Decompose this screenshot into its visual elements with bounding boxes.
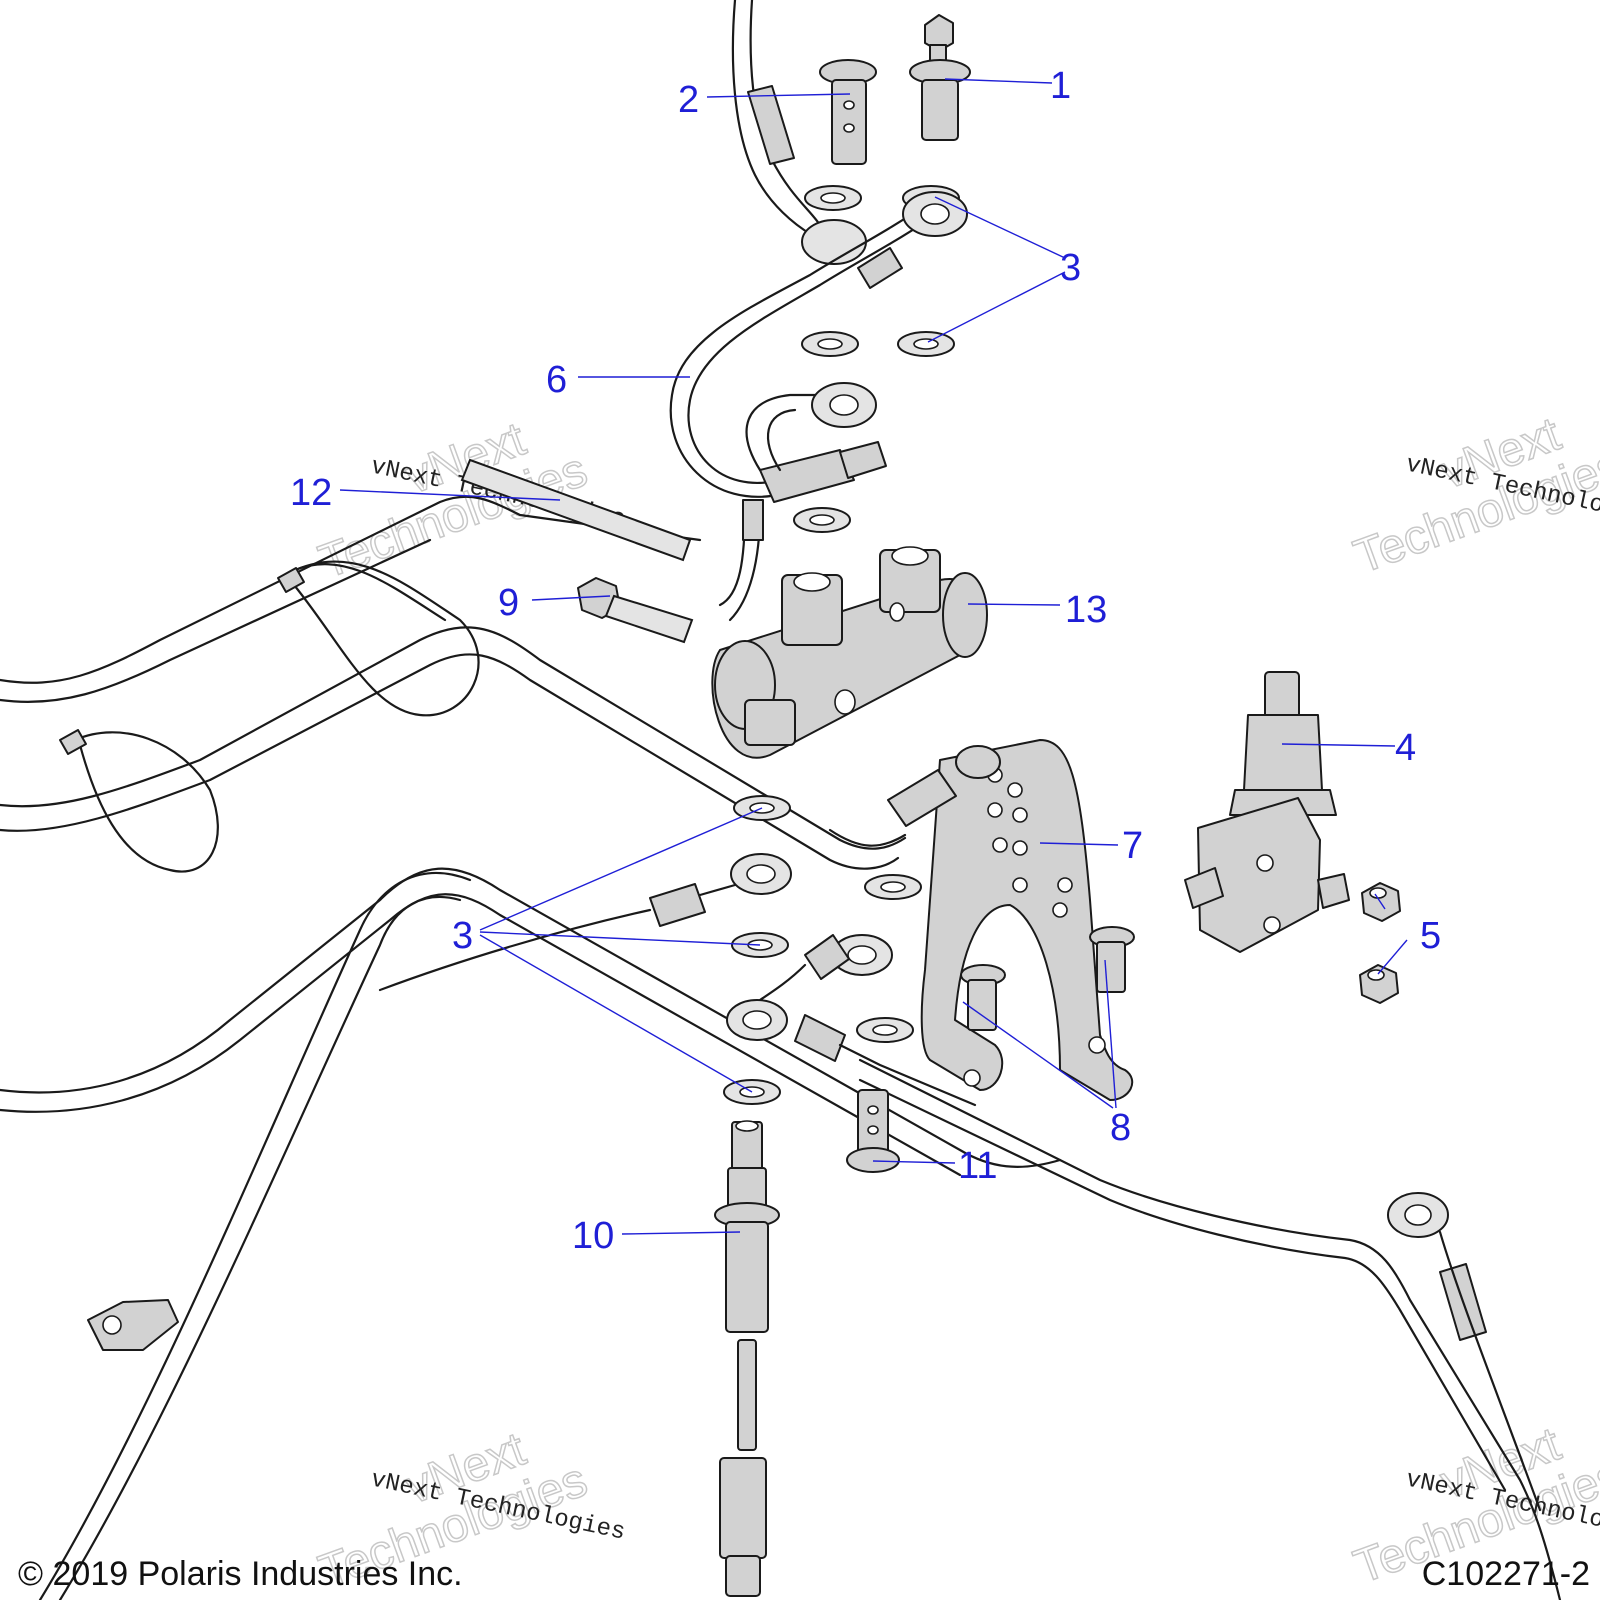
upper-hose [731, 0, 867, 265]
bracket-hoses [378, 745, 1001, 1107]
part-12-long-bolt [460, 458, 692, 562]
part-2-banjo-bolt [819, 59, 877, 165]
callout-3-bottom: 3 [452, 915, 473, 957]
part-9-bolt [577, 577, 694, 644]
callout-9: 9 [498, 582, 519, 624]
callout-10: 10 [572, 1215, 614, 1257]
callout-3-top: 3 [1060, 247, 1081, 289]
callout-4: 4 [1395, 727, 1416, 769]
callout-6: 6 [546, 359, 567, 401]
brake-lines [0, 495, 1562, 1600]
part-5-nuts [1359, 882, 1401, 1004]
callout-7: 7 [1122, 825, 1143, 867]
callout-2: 2 [678, 79, 699, 121]
part-1-pressure-switch [909, 14, 971, 141]
callout-12: 12 [290, 472, 332, 514]
part-8-bolts [960, 926, 1135, 1031]
copyright-notice: © 2019 Polaris Industries Inc. [18, 1555, 463, 1593]
figure-id: C102271-2 [1421, 1555, 1590, 1593]
part-11-banjo-bolt [846, 1089, 900, 1173]
callout-13: 13 [1065, 589, 1107, 631]
line-clip [87, 1299, 179, 1351]
callout-1: 1 [1050, 65, 1071, 107]
callout-11: 11 [958, 1145, 997, 1187]
callout-8: 8 [1110, 1107, 1131, 1149]
part-6-brake-line [669, 191, 968, 622]
leader-lines [339, 78, 1408, 1235]
callout-5: 5 [1420, 915, 1441, 957]
part-10-brake-switch [714, 1120, 780, 1597]
callout-labels: 1 2 3 6 12 9 13 4 7 5 3 8 11 10 [290, 65, 1441, 1257]
part-7-mounting-bracket [920, 739, 1134, 1101]
part-4-pressure-valve [1184, 671, 1350, 953]
part-13-brake-block [711, 546, 988, 759]
